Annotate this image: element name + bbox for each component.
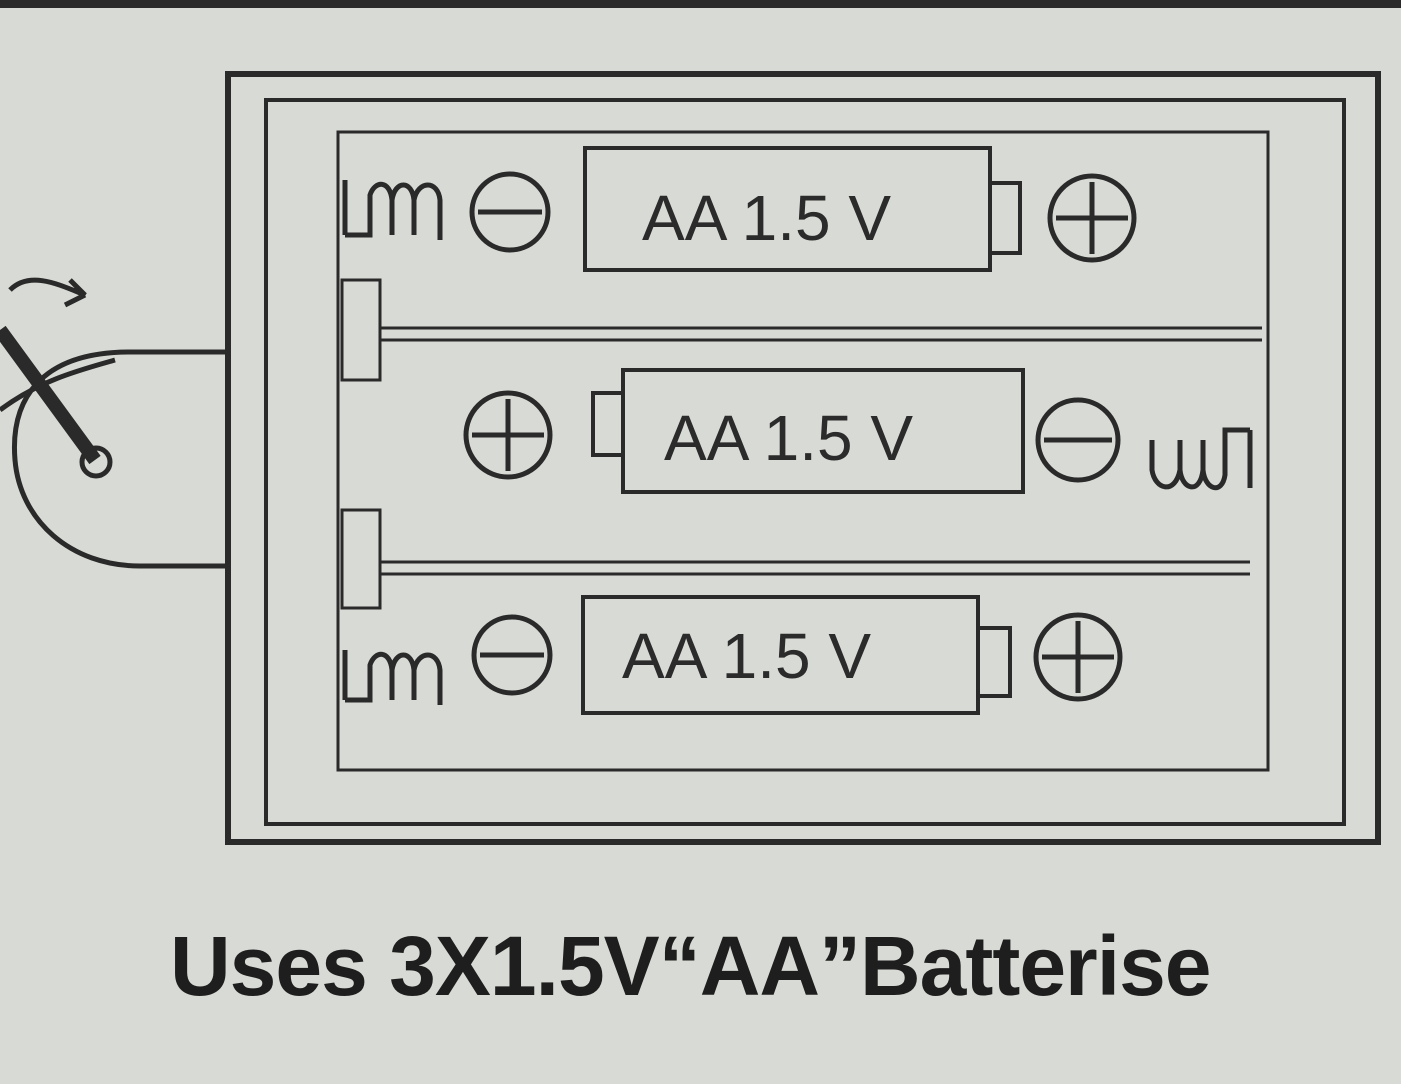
outer-case bbox=[225, 71, 1381, 845]
divider-1 bbox=[340, 278, 1262, 382]
divider-2 bbox=[340, 508, 1250, 610]
battery-2 bbox=[591, 368, 1025, 494]
lanyard-loop bbox=[0, 277, 228, 569]
spring-icon bbox=[342, 650, 443, 705]
plus-icon bbox=[463, 390, 553, 480]
inner-case bbox=[264, 98, 1346, 826]
spring-icon bbox=[1149, 427, 1253, 490]
minus-icon bbox=[469, 171, 551, 253]
battery-1-label: AA 1.5 V bbox=[642, 182, 891, 254]
battery-1 bbox=[583, 146, 1022, 272]
battery-2-label: AA 1.5 V bbox=[664, 402, 913, 474]
compartment bbox=[336, 130, 1270, 772]
plus-icon bbox=[1033, 612, 1123, 702]
spring-icon bbox=[342, 180, 443, 240]
battery-3 bbox=[581, 595, 1012, 715]
minus-icon bbox=[471, 614, 553, 696]
minus-icon bbox=[1035, 397, 1121, 483]
battery-requirement-caption: Uses 3X1.5V“AA”Batterise bbox=[170, 919, 1212, 1013]
battery-3-label: AA 1.5 V bbox=[622, 620, 871, 692]
top-edge bbox=[0, 0, 1401, 8]
plus-icon bbox=[1047, 173, 1137, 263]
